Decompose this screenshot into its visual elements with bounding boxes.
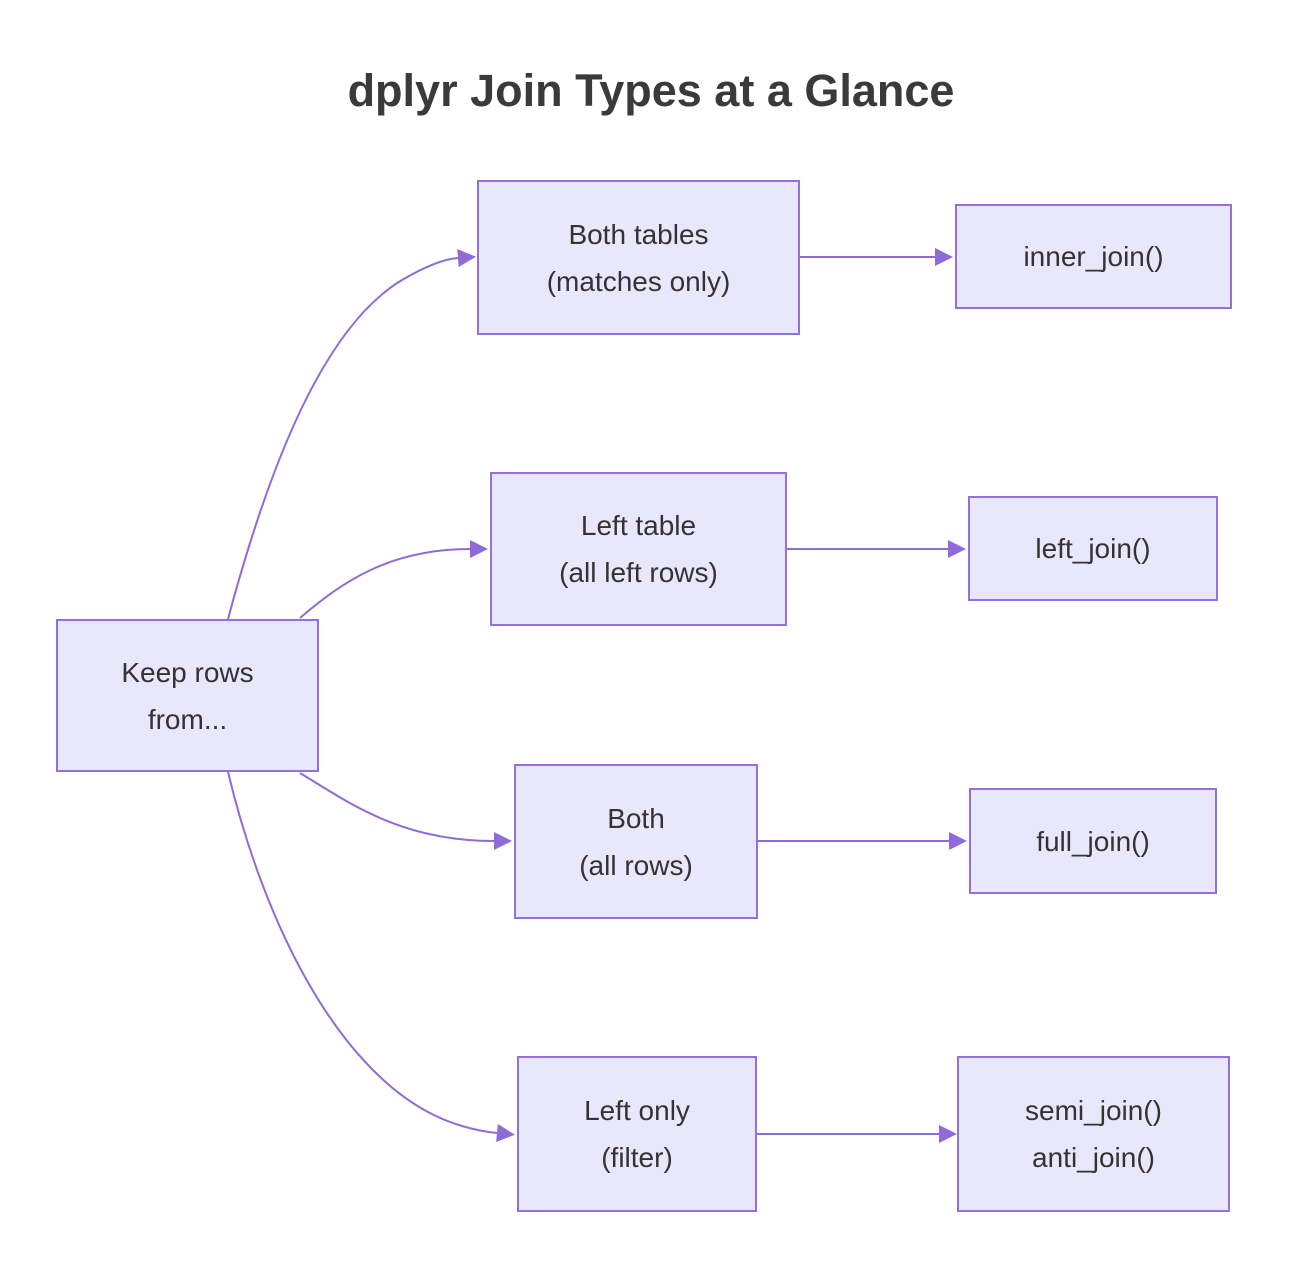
node-line: Keep rows: [121, 656, 254, 688]
edge-root-to-both-tables: [227, 249, 476, 620]
node-left-only-filter: Left only (filter): [517, 1056, 757, 1212]
node-left-join: left_join(): [968, 496, 1218, 601]
node-line: full_join(): [1036, 825, 1150, 857]
node-full-join: full_join(): [969, 788, 1217, 894]
node-line: (filter): [601, 1142, 673, 1173]
node-line: semi_join(): [1025, 1095, 1162, 1126]
node-line: Left table: [580, 510, 697, 541]
node-left-table-all-left-rows: Left table (all left rows): [490, 472, 787, 626]
node-semi-anti-join: semi_join() anti_join(): [957, 1056, 1230, 1212]
node-line: Left only: [584, 1095, 690, 1126]
diagram-title: dplyr Join Types at a Glance: [347, 65, 955, 116]
node-both-all-rows: Both (all rows): [514, 764, 758, 919]
edge-root-to-left-only: [227, 771, 515, 1142]
node-line: (all rows): [579, 849, 693, 881]
node-line: from...: [147, 703, 228, 735]
node-line: (matches only): [546, 265, 731, 297]
node-line: Both: [607, 802, 665, 834]
node-line: inner_join(): [1023, 241, 1164, 272]
node-keep-rows-from: Keep rows from...: [56, 619, 319, 772]
node-inner-join: inner_join(): [955, 204, 1232, 309]
node-both-tables-matches-only: Both tables (matches only): [477, 180, 800, 335]
edge-root-to-both: [299, 772, 512, 850]
node-line: (all left rows): [559, 557, 718, 588]
node-line: left_join(): [1035, 533, 1151, 564]
node-line: anti_join(): [1032, 1142, 1155, 1173]
node-line: Both tables: [568, 218, 709, 250]
edge-root-to-left-table: [299, 540, 488, 619]
